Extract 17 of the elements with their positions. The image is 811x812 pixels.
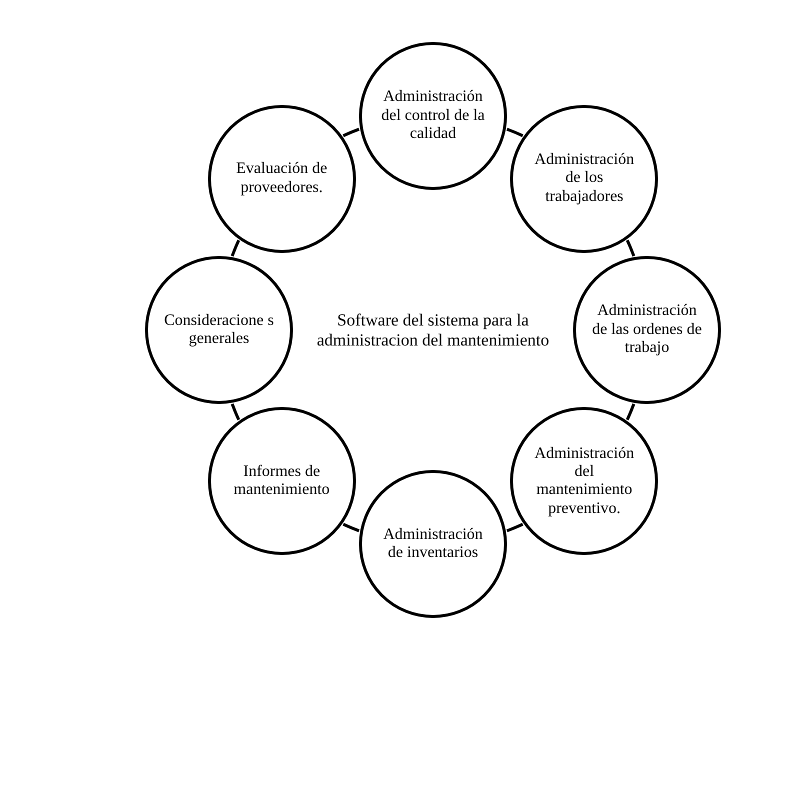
- center-text: Software del sistema para la administracion del mantenimiento: [316, 310, 550, 350]
- connector-arc: [626, 240, 636, 257]
- topic-text: Administración del mantenimiento preventivo.: [534, 444, 636, 518]
- connector-arc: [342, 128, 360, 138]
- topic-text: Administración del control de la calidad: [380, 88, 486, 144]
- topic-text: Informes de mantenimiento: [232, 462, 331, 500]
- topic-text: Administración de las ordenes de trabajo: [591, 302, 703, 358]
- topic-text: Administración de inventarios: [382, 526, 484, 562]
- connector-arc: [230, 240, 240, 257]
- topic-text: Evaluación de proveedores.: [235, 160, 328, 198]
- connector-arc: [342, 522, 360, 532]
- connector-arc: [506, 128, 524, 138]
- connector-arc: [506, 522, 524, 532]
- connector-arc: [230, 403, 240, 420]
- topic-text: Consideracione s generales: [163, 312, 275, 348]
- topic-text: Administración de los trabajadores: [534, 151, 636, 206]
- connector-arc: [626, 403, 636, 420]
